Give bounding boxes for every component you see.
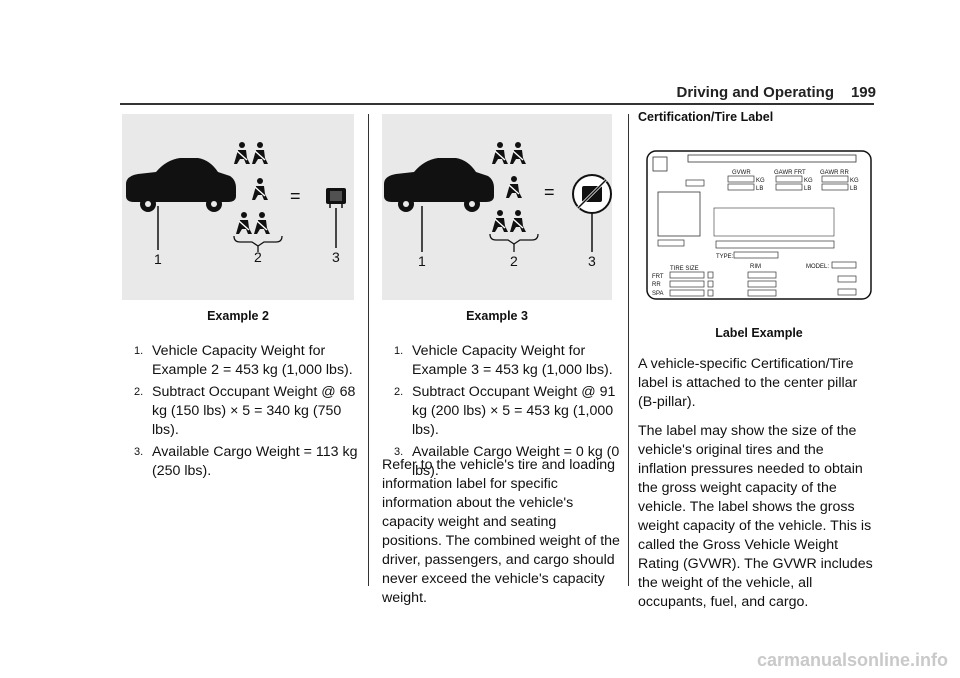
capacity-paragraph: Refer to the vehicle's tire and loading … [382, 457, 620, 606]
list-item: 2.Subtract Occupant Weight @ 91 kg (200 … [394, 384, 616, 438]
occupant-icons-bottom [236, 212, 270, 234]
figure-caption-label-example: Label Example [715, 326, 803, 340]
no-cargo-icon [572, 174, 612, 214]
callout-2: 2 [510, 253, 518, 269]
column-divider-2 [628, 114, 629, 586]
svg-text:KG: KG [756, 178, 765, 184]
tire-label-figure: GVWR GAWR FRT GAWR RR KG LB KG LB KG LB … [646, 150, 872, 300]
svg-text:–: – [468, 184, 478, 204]
header-title: Driving and Operating [676, 84, 834, 101]
occupant-icons-top [492, 142, 526, 164]
occupant-icon-middle [506, 176, 522, 198]
svg-text:RR: RR [652, 282, 661, 288]
label-description: A vehicle-specific Certification/Tire la… [638, 355, 874, 622]
svg-text:FRT: FRT [652, 274, 664, 280]
list-item: 1.Vehicle Capacity Weight for Example 3 … [394, 343, 613, 378]
column-divider-1 [368, 114, 369, 586]
example-2-figure: – = 1 2 3 [122, 114, 354, 300]
cargo-icon [326, 188, 346, 208]
svg-text:=: = [544, 182, 555, 202]
svg-text:LB: LB [850, 186, 857, 192]
svg-text:GVWR: GVWR [732, 170, 751, 176]
svg-text:SPA: SPA [652, 291, 664, 297]
occupant-icons-bottom [492, 210, 526, 232]
vehicle-icon [126, 158, 236, 212]
svg-text:TYPE:: TYPE: [716, 254, 734, 260]
callout-1: 1 [154, 251, 162, 267]
paragraph: A vehicle-specific Certification/Tire la… [638, 356, 858, 410]
svg-text:KG: KG [804, 178, 813, 184]
example-3-figure: – = 1 2 3 [382, 114, 612, 300]
callout-3: 3 [588, 253, 596, 269]
vehicle-icon [384, 158, 494, 212]
svg-text:KG: KG [850, 178, 859, 184]
example-2-steps: 1.Vehicle Capacity Weight for Example 2 … [134, 342, 360, 484]
header-rule [120, 103, 874, 105]
list-item: 2.Subtract Occupant Weight @ 68 kg (150 … [134, 384, 356, 438]
watermark: carmanualsonline.info [756, 650, 948, 670]
callout-3: 3 [332, 249, 340, 265]
svg-text:TIRE SIZE: TIRE SIZE [670, 266, 699, 272]
example-3-steps: 1.Vehicle Capacity Weight for Example 3 … [394, 342, 620, 484]
callout-1: 1 [418, 253, 426, 269]
svg-text:MODEL:: MODEL: [806, 264, 829, 270]
svg-text:=: = [290, 186, 301, 206]
svg-text:GAWR FRT: GAWR FRT [774, 170, 806, 176]
callout-2: 2 [254, 249, 262, 265]
list-item: 3.Available Cargo Weight = 113 kg (250 l… [134, 444, 358, 479]
svg-text:–: – [212, 186, 222, 206]
svg-text:GAWR RR: GAWR RR [820, 170, 849, 176]
page-header: Driving and Operating 199 [0, 84, 960, 104]
occupant-icons-top [234, 142, 268, 164]
svg-text:RIM: RIM [750, 264, 761, 270]
svg-text:LB: LB [804, 186, 811, 192]
page-number: 199 [850, 84, 876, 101]
figure-caption-example-3: Example 3 [466, 309, 528, 323]
figure-caption-example-2: Example 2 [207, 309, 269, 323]
occupant-icon-middle [252, 178, 268, 200]
svg-text:LB: LB [756, 186, 763, 192]
list-item: 3.Available Cargo Weight = 0 kg (0 lbs). [394, 444, 620, 479]
section-title: Certification/Tire Label [638, 110, 774, 124]
list-item: 1.Vehicle Capacity Weight for Example 2 … [134, 343, 353, 378]
paragraph: The label may show the size of the vehic… [638, 423, 873, 610]
